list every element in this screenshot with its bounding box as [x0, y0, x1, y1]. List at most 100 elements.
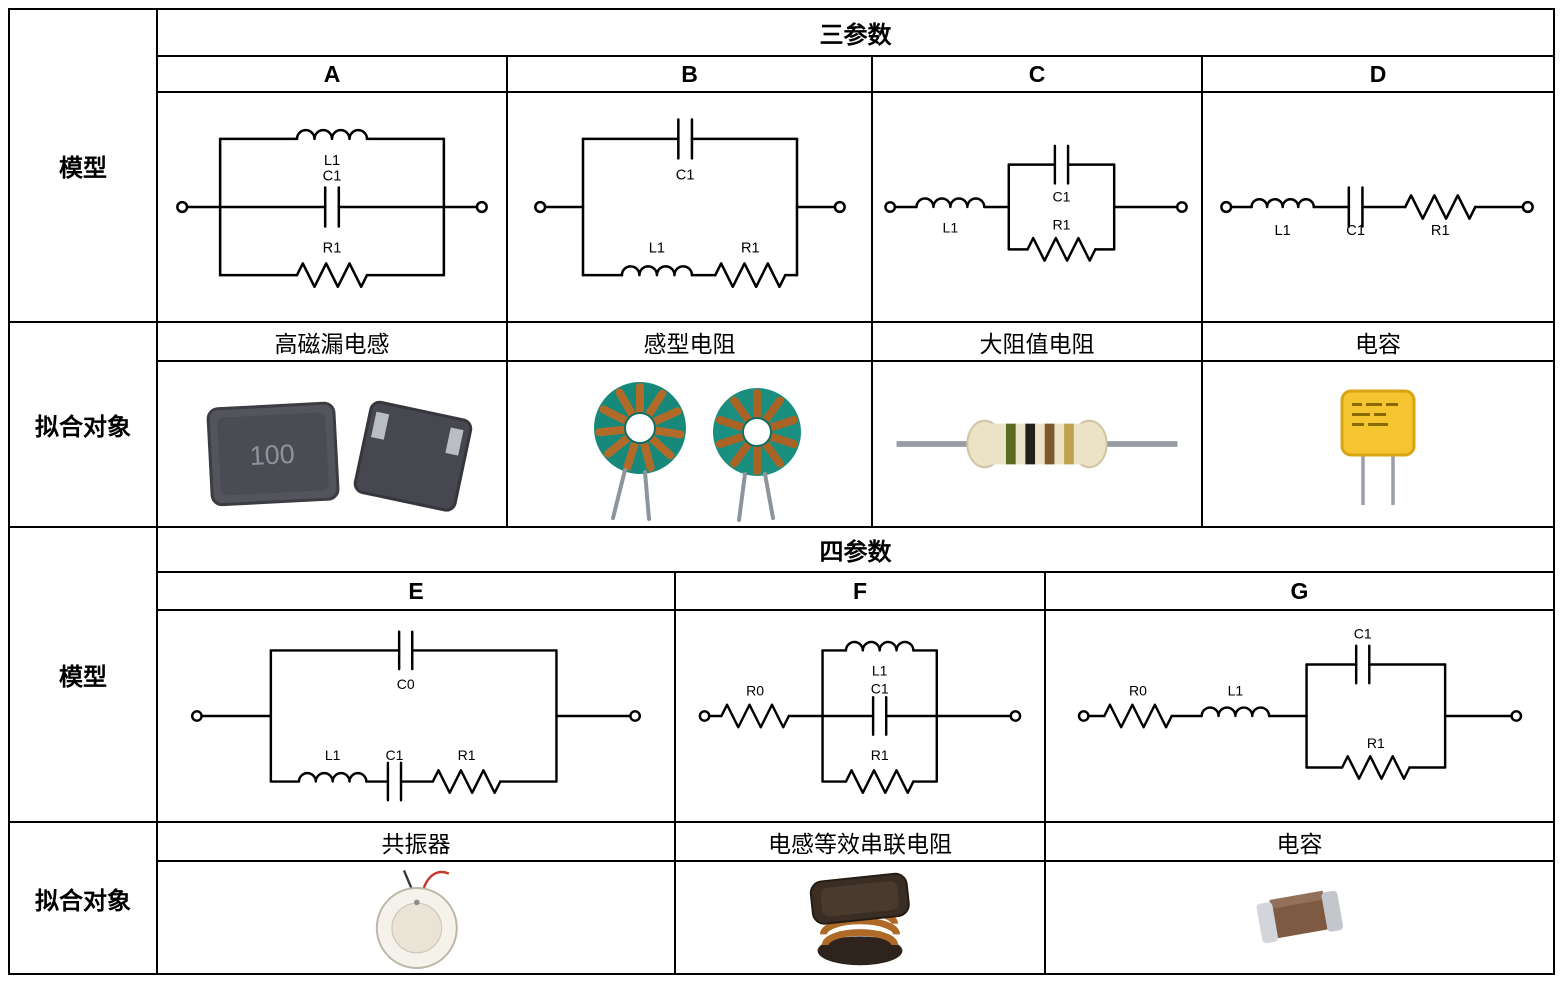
model-cell-b: C1 L1 R1 — [508, 93, 871, 321]
column-header-a: A — [158, 57, 506, 91]
photo-cell-c — [873, 362, 1201, 526]
label-r1: R1 — [871, 747, 889, 763]
drum-inductor-photo — [809, 872, 910, 965]
label-c1: C1 — [1353, 625, 1371, 641]
object-name-c: 大阻值电阻 — [873, 323, 1201, 360]
label-l1: L1 — [1227, 682, 1243, 698]
label-c1: C1 — [871, 681, 889, 697]
resistor-symbol-r1 — [713, 262, 787, 289]
resistor-body — [966, 419, 1108, 469]
three-parameter-table: 模型 三参数 A B C D L1 C1 — [8, 8, 1555, 528]
photo-cell-f — [676, 862, 1044, 973]
terminal-icon — [1077, 710, 1090, 722]
terminal-icon — [884, 201, 897, 213]
circuit-a-wires — [185, 128, 479, 289]
label-r0: R0 — [746, 682, 764, 698]
label-r1: R1 — [458, 747, 476, 763]
terminal-icon — [1509, 710, 1522, 722]
circuit-model-c: L1 C1 R1 — [884, 144, 1188, 262]
column-header-f: F — [676, 573, 1044, 609]
toroid-1 — [593, 382, 686, 521]
label-r0: R0 — [1129, 682, 1147, 698]
photo-cell-d — [1203, 362, 1553, 526]
circuit-model-g: R0 L1 C1 R1 — [1077, 625, 1522, 780]
capacitor-symbol-c0 — [397, 630, 414, 671]
terminal-icon — [190, 710, 203, 722]
terminal-icon — [176, 200, 189, 214]
model-cell-c: L1 C1 R1 — [873, 93, 1201, 321]
resistor-symbol-r1 — [295, 262, 369, 289]
label-c1: C1 — [675, 168, 694, 184]
column-header-d: D — [1203, 57, 1553, 91]
section-title-four-parameter: 四参数 — [158, 528, 1553, 571]
inductor-symbol-l1 — [295, 128, 369, 141]
circuit-c-wires — [893, 144, 1179, 262]
terminal-icon — [833, 200, 846, 214]
mlcc-capacitor-photo — [1256, 890, 1343, 943]
circuit-model-f: R0 L1 C1 R1 — [698, 640, 1022, 794]
terminal-icon — [475, 200, 488, 214]
inductor-symbol-l1 — [915, 197, 986, 209]
photo-cell-b — [508, 362, 871, 526]
label-c1: C1 — [1052, 188, 1070, 204]
object-name-d: 电容 — [1203, 323, 1553, 360]
object-name-b: 感型电阻 — [508, 323, 871, 360]
photo-cell-e — [158, 862, 674, 973]
model-cell-e: C0 L1 C1 R1 — [158, 611, 674, 821]
object-name-f: 电感等效串联电阻 — [676, 823, 1044, 860]
column-header-c: C — [873, 57, 1201, 91]
column-header-g: G — [1046, 573, 1553, 609]
object-name-e: 共振器 — [158, 823, 674, 860]
section-title-three-parameter: 三参数 — [158, 10, 1553, 55]
label-l1: L1 — [872, 663, 888, 679]
label-l1: L1 — [943, 219, 959, 235]
resistor-symbol-r0 — [720, 703, 791, 729]
piezo-resonator-photo — [375, 869, 458, 969]
inductor-symbol-l1 — [844, 640, 915, 652]
piezo-disc — [375, 869, 458, 969]
terminal-icon — [1176, 201, 1188, 213]
model-cell-f: R0 L1 C1 R1 — [676, 611, 1044, 821]
resistor-symbol-r1 — [844, 769, 915, 794]
circuit-model-d: L1 C1 R1 — [1220, 186, 1534, 239]
four-parameter-table: 模型 四参数 E F G C0 L1 — [8, 528, 1555, 975]
label-l1: L1 — [1275, 223, 1291, 239]
resistor-symbol-r1 — [1340, 755, 1411, 780]
capacitor-symbol-c1 — [871, 696, 888, 736]
object-name-g: 电容 — [1046, 823, 1553, 860]
photo-cell-a: 100 — [158, 362, 506, 526]
circuit-b-wires — [543, 118, 836, 289]
terminal-icon — [1009, 710, 1022, 722]
label-l1: L1 — [648, 241, 664, 257]
label-r1: R1 — [1052, 217, 1070, 233]
row-label-model-bottom: 模型 — [10, 528, 156, 821]
resistor-symbol-r1 — [1403, 194, 1477, 220]
column-header-b: B — [508, 57, 871, 91]
terminal-icon — [629, 710, 642, 722]
label-r1: R1 — [1431, 223, 1450, 239]
label-l1: L1 — [324, 153, 340, 169]
capacitor-body — [1340, 389, 1416, 457]
column-header-e: E — [158, 573, 674, 609]
resistor-symbol-r1 — [431, 769, 502, 794]
circuit-model-b: C1 L1 R1 — [533, 118, 846, 289]
label-r1: R1 — [323, 241, 342, 257]
label-r1: R1 — [740, 241, 759, 257]
label-c0: C0 — [397, 676, 415, 692]
photo-cell-g — [1046, 862, 1553, 973]
terminal-icon — [698, 710, 711, 722]
film-capacitor-photo — [1340, 389, 1416, 505]
inductor-symbol-l1 — [1250, 198, 1316, 209]
circuit-model-a: L1 C1 R1 — [176, 128, 488, 289]
row-label-model-top: 模型 — [10, 10, 156, 321]
row-label-object-top: 拟合对象 — [10, 323, 156, 526]
mlcc-body — [1256, 890, 1343, 943]
capacitor-symbol-c1 — [1347, 186, 1364, 228]
terminal-icon — [533, 200, 546, 214]
circuit-g-wires — [1086, 644, 1513, 780]
smd-power-inductor-photo: 100 — [206, 400, 473, 512]
capacitor-symbol-c1 — [1053, 144, 1070, 185]
label-c1: C1 — [1346, 223, 1365, 239]
row-label-object-bottom: 拟合对象 — [10, 823, 156, 973]
